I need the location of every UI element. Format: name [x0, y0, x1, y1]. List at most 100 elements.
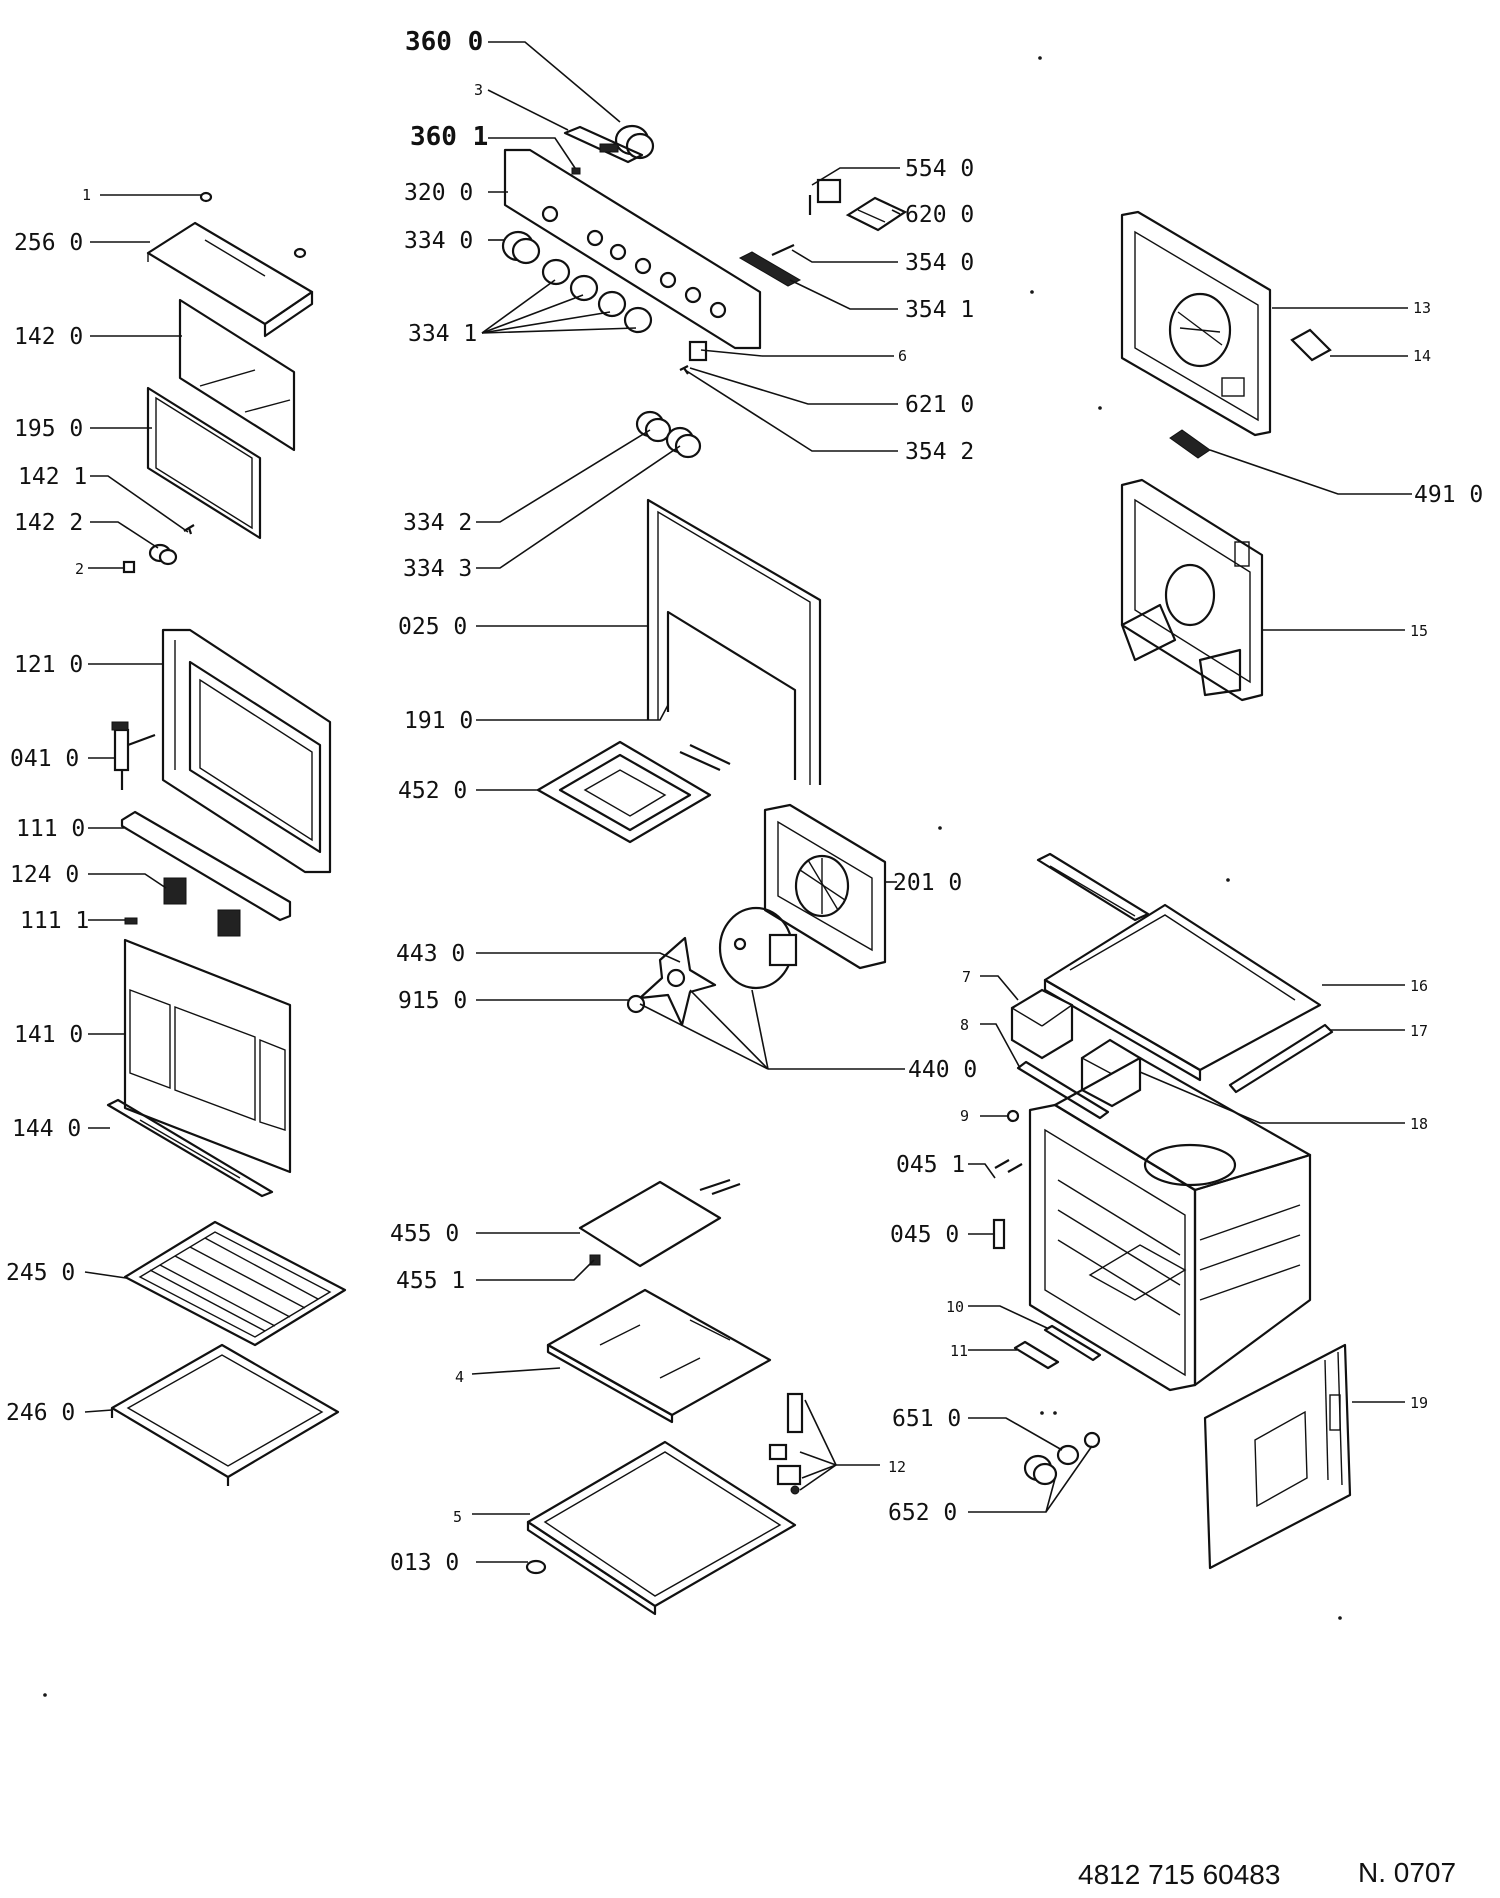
label-195-0: 195 0 — [14, 416, 83, 442]
label-17: 17 — [1410, 1022, 1428, 1040]
leader-lines — [84, 41, 1412, 1563]
part-shelf-245 — [123, 1220, 347, 1347]
dot-f — [1338, 1616, 1342, 1620]
part-foot-013 — [525, 1559, 547, 1575]
label-554-0: 554 0 — [905, 156, 974, 182]
label-19: 19 — [1410, 1394, 1428, 1412]
part-strip-17 — [1228, 1023, 1334, 1094]
label-1: 1 — [82, 186, 91, 204]
part-drawings — [43, 56, 1352, 1697]
part-handle-111 — [120, 810, 292, 922]
part-knobs-334-2-3 — [635, 410, 702, 459]
part-top-cover-16 — [1043, 903, 1322, 1082]
part-terminal-block-14 — [1290, 328, 1332, 362]
label-201-0: 201 0 — [893, 870, 962, 896]
label-18: 18 — [1410, 1115, 1428, 1133]
part-back-panel-13 — [1120, 210, 1272, 437]
label-621-0: 621 0 — [905, 392, 974, 418]
label-025-0: 025 0 — [398, 614, 467, 640]
part-clip-2 — [122, 560, 136, 574]
label-7: 7 — [962, 968, 971, 986]
label-5: 5 — [453, 1508, 462, 1526]
label-15: 15 — [1410, 622, 1428, 640]
footer-part-number: 4812 715 60483 — [1078, 1859, 1280, 1890]
part-hinge-142-2 — [148, 543, 178, 566]
part-lamp-socket-651 — [1083, 1431, 1101, 1449]
label-16: 16 — [1410, 977, 1428, 995]
part-glass-frame-195 — [146, 386, 262, 540]
part-knob-360 — [614, 124, 655, 160]
part-knob-334-0 — [501, 230, 541, 265]
label-452-0: 452 0 — [398, 778, 467, 804]
label-360-1: 360 1 — [410, 122, 488, 152]
part-top-trim-256 — [146, 221, 314, 338]
label-256-0: 256 0 — [14, 230, 83, 256]
label-3: 3 — [474, 81, 483, 99]
part-bracket-3 — [563, 125, 644, 164]
label-191-0: 191 0 — [404, 708, 473, 734]
dot-e — [1226, 878, 1230, 882]
label-11: 11 — [950, 1342, 968, 1360]
part-pin-354-2 — [679, 365, 689, 375]
footer: 4812 715 60483 N. 0707 — [1078, 1857, 1456, 1890]
part-back-cover-15 — [1120, 478, 1264, 702]
part-bottom-plate-5 — [526, 1440, 797, 1616]
part-seal-025 — [646, 498, 822, 785]
label-334-1: 334 1 — [408, 321, 477, 347]
part-switch-554 — [808, 178, 842, 215]
part-side-panel-19 — [1203, 1343, 1352, 1570]
dot-b — [1030, 290, 1034, 294]
part-panel-4 — [546, 1288, 772, 1424]
label-4: 4 — [455, 1368, 464, 1386]
label-320-0: 320 0 — [404, 180, 473, 206]
dot-d — [938, 826, 942, 830]
label-651-0: 651 0 — [892, 1406, 961, 1432]
dot-a — [1038, 56, 1042, 60]
part-door-strip-144 — [106, 1098, 274, 1198]
part-bracket-8 — [1016, 1060, 1110, 1120]
label-045-0: 045 0 — [890, 1222, 959, 1248]
part-control-panel-320 — [503, 148, 762, 350]
label-354-2: 354 2 — [905, 439, 974, 465]
part-terminal-strip-6 — [738, 251, 802, 287]
label-455-0: 455 0 — [390, 1221, 459, 1247]
part-bracket-045 — [992, 1218, 1006, 1250]
label-121-0: 121 0 — [14, 652, 83, 678]
label-045-1: 045 1 — [896, 1152, 965, 1178]
label-8: 8 — [960, 1016, 969, 1034]
label-334-3: 334 3 — [403, 556, 472, 582]
label-334-0: 334 0 — [404, 228, 473, 254]
part-outer-door-141 — [123, 938, 292, 1174]
label-652-0: 652 0 — [888, 1500, 957, 1526]
label-2: 2 — [75, 560, 84, 578]
label-443-0: 443 0 — [396, 941, 465, 967]
label-440-0: 440 0 — [908, 1057, 977, 1083]
part-fan-blade-443 — [638, 936, 717, 1027]
label-13: 13 — [1413, 299, 1431, 317]
label-111-0: 111 0 — [16, 816, 85, 842]
part-screw-1 — [199, 191, 213, 203]
part-vent-strip — [1036, 852, 1150, 922]
dot-h — [1040, 1411, 1044, 1415]
part-clip-455-1 — [589, 1254, 601, 1266]
label-013-0: 013 0 — [390, 1550, 459, 1576]
part-screw-360-1 — [571, 167, 581, 175]
part-grill-element-452 — [536, 740, 731, 844]
label-12: 12 — [888, 1458, 906, 1476]
part-door-frame-121 — [161, 628, 332, 874]
label-915-0: 915 0 — [398, 988, 467, 1014]
part-knobs-334-1 — [541, 258, 653, 334]
part-glass-142 — [178, 298, 296, 452]
part-terminal-620 — [845, 196, 908, 232]
label-246-0: 246 0 — [6, 1400, 75, 1426]
part-screw-9 — [1006, 1109, 1020, 1123]
part-tray-246 — [110, 1343, 340, 1486]
label-9: 9 — [960, 1107, 969, 1125]
label-144-0: 144 0 — [12, 1116, 81, 1142]
label-620-0: 620 0 — [905, 202, 974, 228]
footer-reference: N. 0707 — [1358, 1857, 1456, 1888]
part-bottom-element-455 — [578, 1178, 741, 1268]
label-334-2: 334 2 — [403, 510, 472, 536]
part-nut-915 — [626, 994, 646, 1014]
label-245-0: 245 0 — [6, 1260, 75, 1286]
